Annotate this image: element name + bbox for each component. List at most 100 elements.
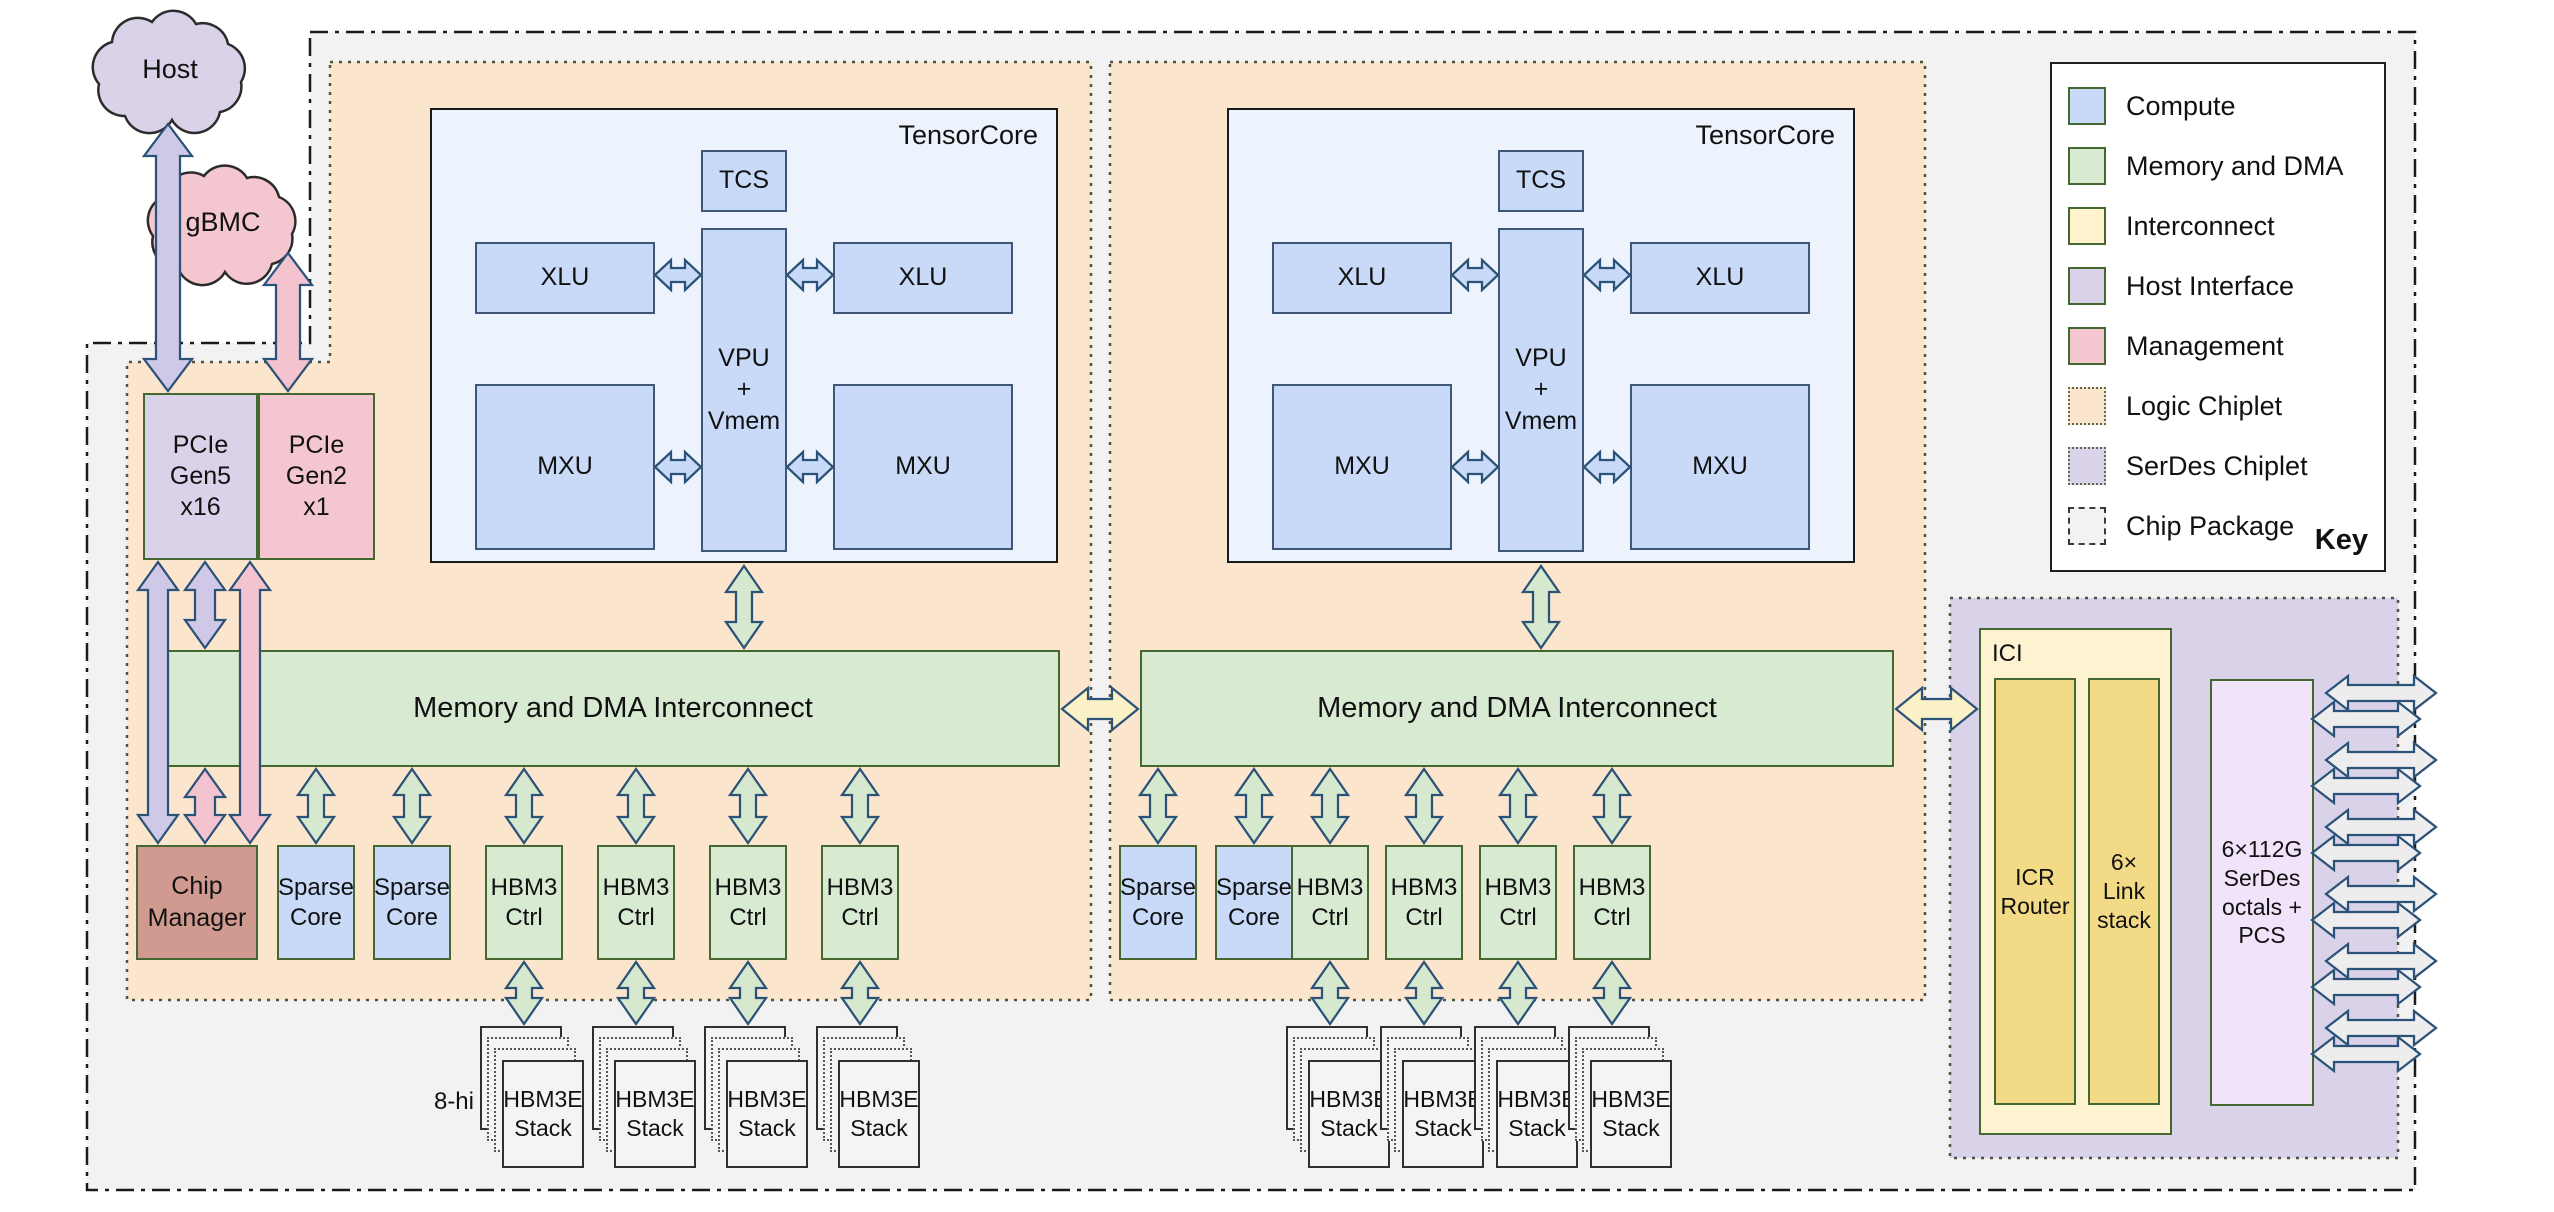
key-title: Key bbox=[2314, 524, 2368, 556]
xlu-box-right-b: XLU bbox=[1630, 242, 1810, 314]
link-stack-box: 6× Link stack bbox=[2088, 678, 2160, 1105]
xlu-box-left-a: XLU bbox=[475, 242, 655, 314]
memory-dma-interconnect-left: Memory and DMA Interconnect bbox=[166, 650, 1060, 767]
hbm3e-stack-front-0: HBM3E Stack bbox=[502, 1060, 584, 1168]
hbm-ctrl-stack-arrow-4 bbox=[1309, 960, 1351, 1026]
hbm3e-stack-front-6: HBM3E Stack bbox=[1496, 1060, 1578, 1168]
legend-label: Host Interface bbox=[2126, 270, 2295, 301]
tcs-box-left: TCS bbox=[701, 150, 787, 212]
tensorcore-title-left: TensorCore bbox=[898, 120, 1038, 150]
hbm3e-stack-front-1: HBM3E Stack bbox=[614, 1060, 696, 1168]
host-pcie-arrow bbox=[141, 122, 195, 393]
serdes-link-arrow-front-2 bbox=[2324, 807, 2438, 847]
stack-height-label: 8-hi bbox=[433, 1088, 474, 1115]
serdes-link-arrow-front-3 bbox=[2324, 874, 2438, 914]
interconnect-row-arrow-1 bbox=[391, 767, 433, 845]
legend-swatch-management bbox=[2068, 327, 2106, 365]
serdes-link-arrow-front-5 bbox=[2324, 1008, 2438, 1048]
xlu-box-left-b: XLU bbox=[833, 242, 1013, 314]
tensorcore-right-interconnect-arrow bbox=[1520, 564, 1562, 650]
vpu-vmem-box-left: VPU + Vmem bbox=[701, 228, 787, 552]
xlu-box-right-a: XLU bbox=[1272, 242, 1452, 314]
serdes-link-arrow-back-1 bbox=[2310, 766, 2422, 806]
legend-row-management: Management bbox=[2068, 320, 2370, 372]
legend-label: Management bbox=[2126, 330, 2284, 361]
hbm3e-stack-front-3: HBM3E Stack bbox=[838, 1060, 920, 1168]
serdes-link-arrow-back-0 bbox=[2310, 699, 2422, 739]
gbmc-cloud-label: gBMC bbox=[185, 207, 261, 237]
interconnect-row-arrow-0 bbox=[295, 767, 337, 845]
mxu-box-right-b: MXU bbox=[1630, 384, 1810, 550]
sparse-core-box-2: Sparse Core bbox=[1119, 845, 1197, 960]
hbm3-ctrl-box-3: HBM3 Ctrl bbox=[821, 845, 899, 960]
sparse-core-box-0: Sparse Core bbox=[277, 845, 355, 960]
gbmc-pcie-arrow bbox=[261, 251, 315, 393]
interconnect-row-arrow-9 bbox=[1403, 767, 1445, 845]
pcie-gen5-box: PCIe Gen5 x16 bbox=[143, 393, 258, 560]
serdes-octals-box: 6×112G SerDes octals + PCS bbox=[2210, 679, 2314, 1106]
icr-router-box: ICR Router bbox=[1994, 678, 2076, 1105]
hbm3-ctrl-box-7: HBM3 Ctrl bbox=[1573, 845, 1651, 960]
hbm3e-stack-front-2: HBM3E Stack bbox=[726, 1060, 808, 1168]
legend-row-compute: Compute bbox=[2068, 80, 2370, 132]
legend-row-logic_chiplet: Logic Chiplet bbox=[2068, 380, 2370, 432]
hbm-ctrl-stack-arrow-0 bbox=[503, 960, 545, 1026]
legend-label: SerDes Chiplet bbox=[2126, 450, 2308, 481]
hbm3-ctrl-box-1: HBM3 Ctrl bbox=[597, 845, 675, 960]
interconnect-row-arrow-7 bbox=[1233, 767, 1275, 845]
legend-swatch-chip_package bbox=[2068, 507, 2106, 545]
serdes-link-arrow-back-3 bbox=[2310, 900, 2422, 940]
tensorcore-left-interconnect-arrow bbox=[723, 564, 765, 650]
serdes-link-arrow-back-2 bbox=[2310, 833, 2422, 873]
legend-label: Memory and DMA bbox=[2126, 150, 2344, 181]
pcie5-interconnect-arrow bbox=[182, 560, 228, 650]
legend-swatch-memory bbox=[2068, 147, 2106, 185]
tcs-box-right: TCS bbox=[1498, 150, 1584, 212]
legend-label: Chip Package bbox=[2126, 510, 2295, 541]
chip-manager-box: Chip Manager bbox=[136, 845, 258, 960]
interconnect-row-arrow-11 bbox=[1591, 767, 1633, 845]
interconnect-row-arrow-6 bbox=[1137, 767, 1179, 845]
legend-swatch-interconnect bbox=[2068, 207, 2106, 245]
interconnect-ici-arrow bbox=[1894, 685, 1979, 733]
hbm3e-stack-front-5: HBM3E Stack bbox=[1402, 1060, 1484, 1168]
legend-swatch-serdes_chiplet bbox=[2068, 447, 2106, 485]
tensorcore-title-right: TensorCore bbox=[1695, 120, 1835, 150]
mxu-box-right-a: MXU bbox=[1272, 384, 1452, 550]
interconnect-row-arrow-4 bbox=[727, 767, 769, 845]
sparse-core-box-1: Sparse Core bbox=[373, 845, 451, 960]
serdes-link-arrow-back-4 bbox=[2310, 967, 2422, 1007]
legend-row-interconnect: Interconnect bbox=[2068, 200, 2370, 252]
hbm3-ctrl-box-2: HBM3 Ctrl bbox=[709, 845, 787, 960]
sparse-core-box-3: Sparse Core bbox=[1215, 845, 1293, 960]
hbm-ctrl-stack-arrow-7 bbox=[1591, 960, 1633, 1026]
interconnect-row-arrow-10 bbox=[1497, 767, 1539, 845]
hbm3e-stack-front-7: HBM3E Stack bbox=[1590, 1060, 1672, 1168]
mxu-box-left-a: MXU bbox=[475, 384, 655, 550]
hbm-ctrl-stack-arrow-3 bbox=[839, 960, 881, 1026]
memory-dma-interconnect-right: Memory and DMA Interconnect bbox=[1140, 650, 1894, 767]
legend-label: Compute bbox=[2126, 90, 2236, 121]
ici-label: ICI bbox=[1992, 640, 2023, 667]
hbm3-ctrl-box-5: HBM3 Ctrl bbox=[1385, 845, 1463, 960]
mxu-box-left-b: MXU bbox=[833, 384, 1013, 550]
interconnect-row-arrow-8 bbox=[1309, 767, 1351, 845]
hbm-ctrl-stack-arrow-5 bbox=[1403, 960, 1445, 1026]
hbm-ctrl-stack-arrow-1 bbox=[615, 960, 657, 1026]
legend-swatch-logic_chiplet bbox=[2068, 387, 2106, 425]
interconnect-row-arrow-2 bbox=[503, 767, 545, 845]
legend-label: Interconnect bbox=[2126, 210, 2275, 241]
legend-swatch-host_interface bbox=[2068, 267, 2106, 305]
legend-row-serdes_chiplet: SerDes Chiplet bbox=[2068, 440, 2370, 492]
hbm3-ctrl-box-4: HBM3 Ctrl bbox=[1291, 845, 1369, 960]
hbm-ctrl-stack-arrow-6 bbox=[1497, 960, 1539, 1026]
interconnect-row-arrow-5 bbox=[839, 767, 881, 845]
vpu-vmem-box-right: VPU + Vmem bbox=[1498, 228, 1584, 552]
legend-label: Logic Chiplet bbox=[2126, 390, 2283, 421]
serdes-link-arrow-back-5 bbox=[2310, 1034, 2422, 1074]
hbm3-ctrl-box-0: HBM3 Ctrl bbox=[485, 845, 563, 960]
interconnect-row-arrow-3 bbox=[615, 767, 657, 845]
hbm3e-stack-front-4: HBM3E Stack bbox=[1308, 1060, 1390, 1168]
serdes-link-arrow-front-1 bbox=[2324, 740, 2438, 780]
